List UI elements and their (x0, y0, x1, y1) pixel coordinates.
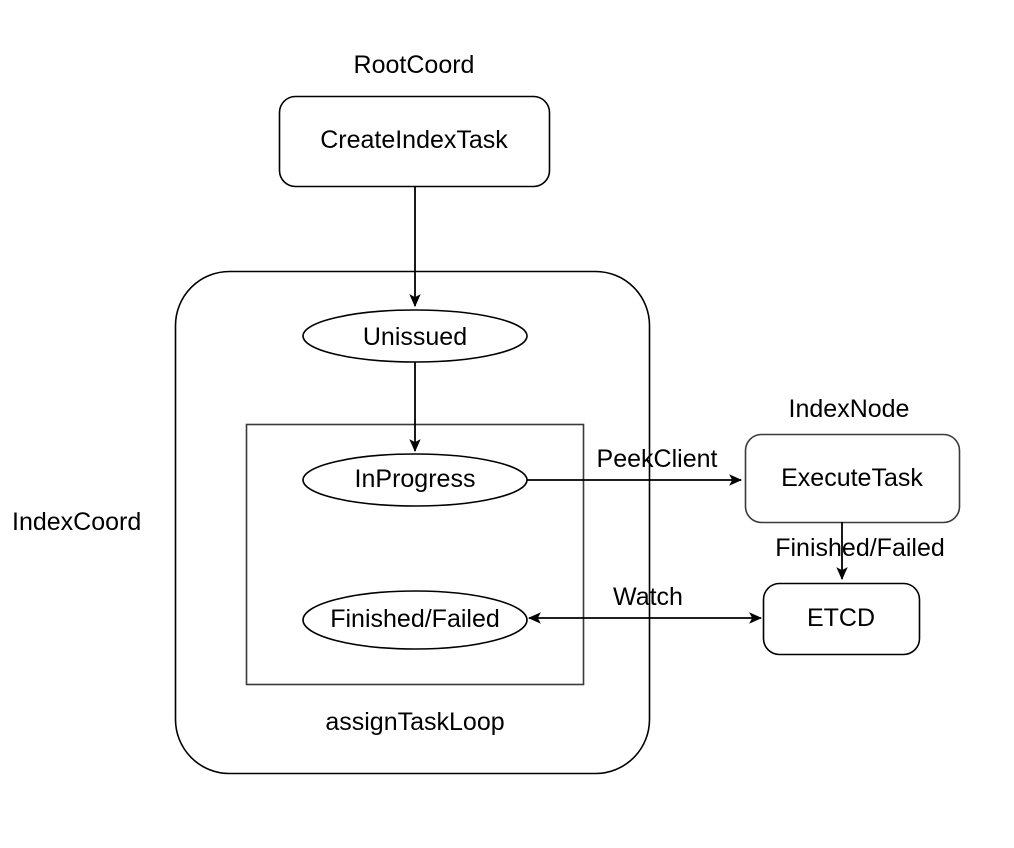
group-label-indexcoord: IndexCoord (12, 508, 142, 536)
node-inprogress-shape[interactable] (302, 453, 528, 507)
node-etcd-shape[interactable] (762, 582, 921, 656)
edge-label-peekclient: PeekClient (596, 445, 718, 473)
node-finished-failed-state-shape[interactable] (302, 590, 528, 650)
edge-label-watch: Watch (613, 583, 683, 611)
node-unissued-shape[interactable] (302, 309, 528, 363)
group-label-indexnode: IndexNode (788, 395, 910, 423)
group-label-rootcoord: RootCoord (353, 51, 475, 79)
edge-label-finished-failed: Finished/Failed (775, 534, 945, 562)
group-label-assigntaskloop: assignTaskLoop (325, 708, 505, 736)
node-execute-task-shape[interactable] (744, 433, 961, 524)
node-create-index-task-shape[interactable] (278, 95, 551, 188)
